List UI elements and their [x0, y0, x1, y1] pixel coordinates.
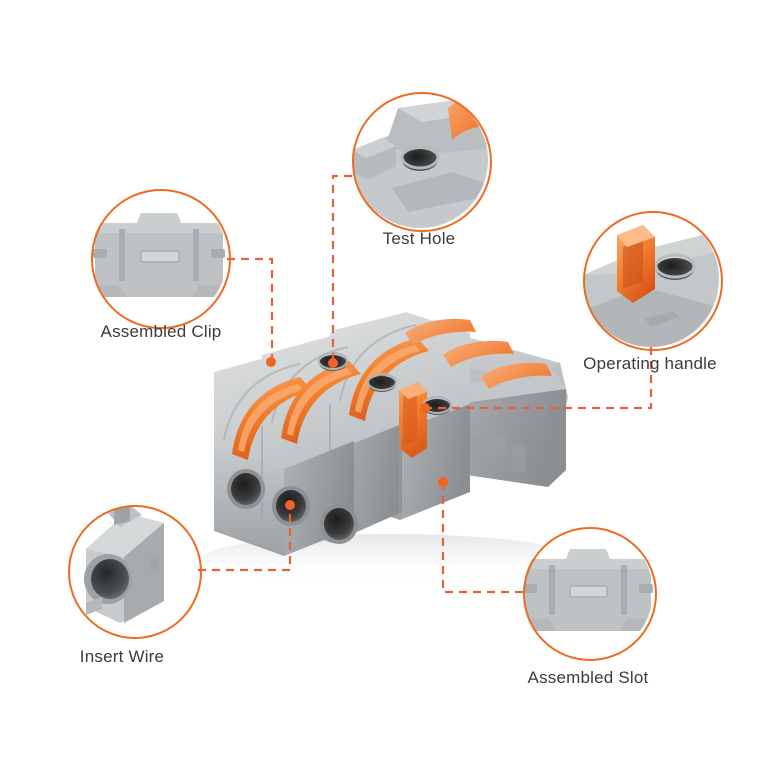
dot-insert-wire: [285, 500, 295, 510]
callout-operating-handle[interactable]: [583, 211, 719, 347]
callout-test-hole[interactable]: [352, 92, 488, 228]
callout-assembled-clip[interactable]: [91, 189, 227, 325]
callout-endpoint-dots: [266, 357, 448, 510]
product-lever-rear-2: [443, 340, 514, 367]
product-lever-rear-3: [481, 362, 552, 389]
product-lever-front-1: [232, 377, 312, 460]
callout-label-assembled-slot: Assembled Slot: [527, 668, 649, 687]
dot-assembled-slot: [438, 477, 448, 487]
slot-side-view-icon: [523, 527, 653, 657]
insert-wire-view-icon: [68, 505, 198, 635]
operating-handle-view-icon: [583, 211, 719, 347]
callout-label-test-hole: Test Hole: [382, 229, 456, 248]
connector-assembled-clip: [227, 257, 274, 358]
dot-operating-handle: [420, 403, 430, 413]
dot-assembled-clip: [266, 357, 276, 367]
callout-label-insert-wire: Insert Wire: [79, 647, 165, 666]
connector-assembled-slot: [441, 486, 523, 594]
connector-insert-wire: [198, 509, 292, 572]
product-lever-channels: [223, 324, 417, 441]
connector-operating-handle: [429, 347, 653, 410]
product-lever-front-2: [281, 361, 361, 444]
connector-test-hole: [331, 174, 352, 359]
product-lever-rear-1: [405, 318, 476, 345]
product-lever-upright: [399, 382, 427, 458]
callout-label-assembled-clip: Assembled Clip: [100, 322, 222, 341]
product-wire-holes: [227, 469, 358, 544]
test-hole-view-icon: [352, 92, 488, 228]
dot-test-hole: [328, 358, 338, 368]
callout-label-operating-handle: Operating handle: [583, 354, 717, 373]
callout-insert-wire[interactable]: [68, 505, 198, 635]
callout-assembled-slot[interactable]: [523, 527, 653, 657]
clip-side-view-icon: [91, 189, 227, 325]
